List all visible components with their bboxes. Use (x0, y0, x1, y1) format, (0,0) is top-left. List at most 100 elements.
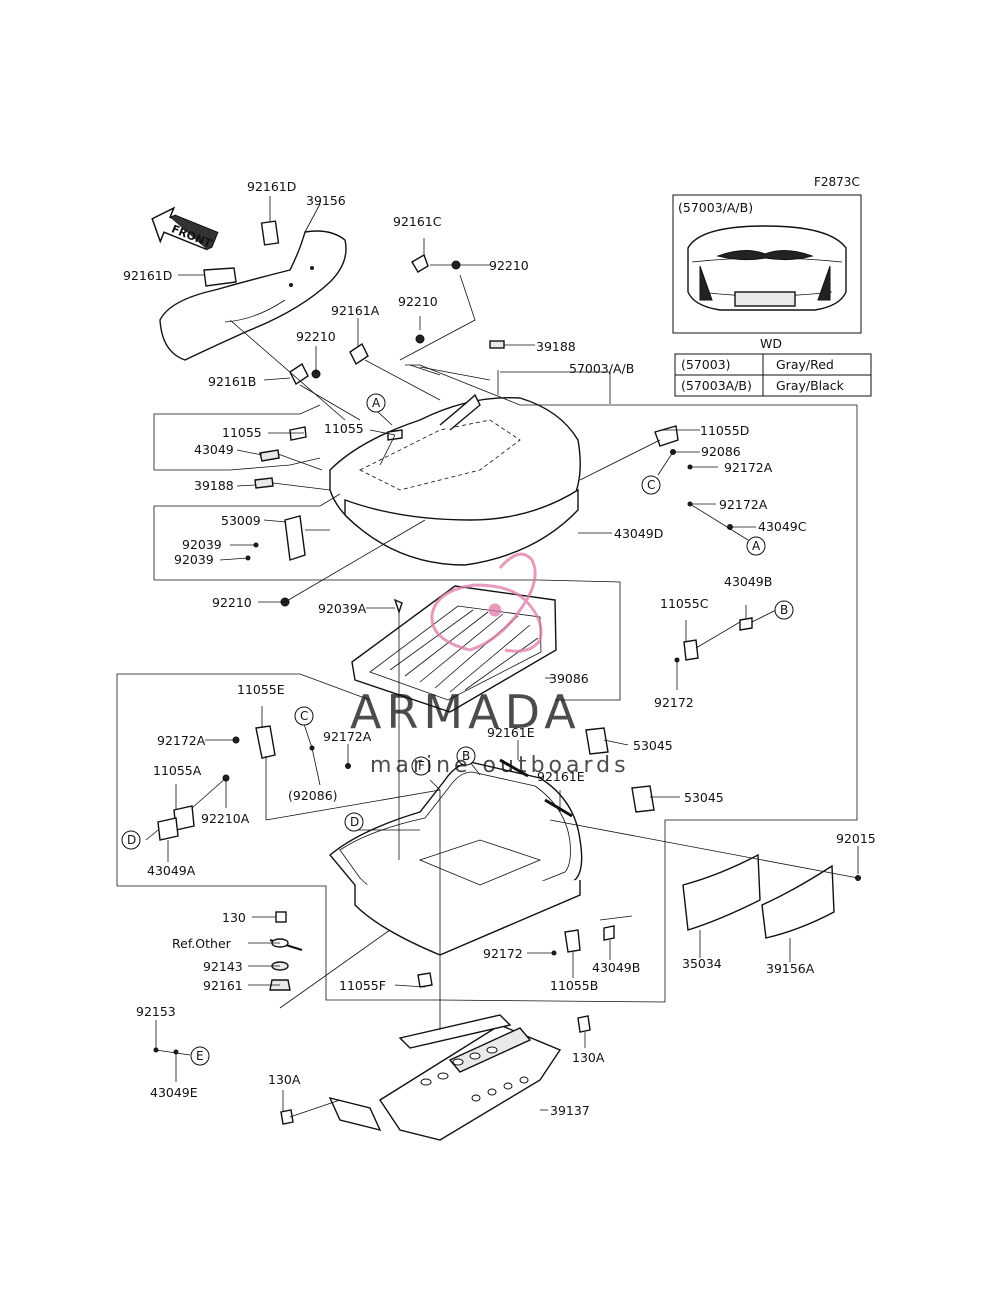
inset-case-image (687, 225, 847, 311)
label-92172A-c: 92172A (157, 733, 206, 748)
label-43049A: 43049A (147, 863, 196, 878)
inset-wd-header: WD (760, 336, 782, 351)
label-11055B: 11055B (550, 978, 598, 993)
svg-text:C: C (647, 478, 655, 492)
label-92161: 92161 (203, 978, 243, 993)
label-53045-a: 53045 (633, 738, 673, 753)
label-11055-mid: 11055 (324, 421, 364, 436)
callout-a-top: A (366, 393, 386, 413)
label-92039-a: 92039 (182, 537, 222, 552)
label-39188-left: 39188 (194, 478, 234, 493)
label-92210-b: 92210 (398, 294, 438, 309)
callout-d-left: D (121, 830, 141, 850)
label-11055F: 11055F (339, 978, 386, 993)
label-92210-c: 92210 (296, 329, 336, 344)
label-11055E: 11055E (237, 682, 285, 697)
label-11055D: 11055D (700, 423, 749, 438)
label-53045-b: 53045 (684, 790, 724, 805)
label-130A-right: 130A (572, 1050, 605, 1065)
svg-text:A: A (752, 539, 761, 553)
label-92210-d: 92210 (212, 595, 252, 610)
label-39156: 39156 (306, 193, 346, 208)
part-39156-pad (159, 230, 347, 361)
svg-text:F: F (418, 759, 425, 773)
label-39188-top: 39188 (536, 339, 576, 354)
label-35034: 35034 (682, 956, 722, 971)
label-92161E-b: 92161E (537, 769, 585, 784)
callout-c-left: C (294, 706, 314, 726)
label-130: 130 (222, 910, 246, 925)
label-92161D-top: 92161D (247, 179, 296, 194)
label-92172A-b: 92172A (719, 497, 768, 512)
label-43049D: 43049D (614, 526, 663, 541)
watermark-logo (430, 552, 543, 653)
label-11055-left: 11055 (222, 425, 262, 440)
label-43049E: 43049E (150, 1085, 198, 1100)
label-39156A: 39156A (766, 961, 815, 976)
label-92039A: 92039A (318, 601, 367, 616)
part-57003-lid (329, 393, 581, 566)
svg-text:D: D (350, 815, 359, 829)
label-43049: 43049 (194, 442, 234, 457)
callout-b-right: B (774, 600, 794, 620)
inset-row-1-color: Gray/Red (776, 357, 834, 372)
inset-panel: (57003/A/B) WD (57003) Gray/Red (57003A/… (672, 194, 872, 397)
front-arrow: FRONT (151, 206, 219, 251)
svg-text:B: B (780, 603, 788, 617)
callout-a-right: A (746, 536, 766, 556)
svg-text:E: E (196, 1049, 204, 1063)
part-39137-rack (328, 1014, 562, 1141)
label-92161D-left: 92161D (123, 268, 172, 283)
label-53009: 53009 (221, 513, 261, 528)
callout-f-case: F (411, 756, 431, 776)
watermark-brand: ARMADA (350, 685, 581, 739)
callout-b-case: B (456, 746, 476, 766)
label-92086: 92086 (701, 444, 741, 459)
label-92086-paren: (92086) (288, 788, 338, 803)
svg-text:B: B (462, 749, 470, 763)
part-39086-tray (351, 585, 557, 713)
label-92161B: 92161B (208, 374, 256, 389)
label-43049B-bot: 43049B (592, 960, 640, 975)
part-35034-panel (682, 853, 761, 931)
callout-e-left: E (190, 1046, 210, 1066)
label-92172-a: 92172 (654, 695, 694, 710)
label-92172A-a: 92172A (724, 460, 773, 475)
part-39156A-panel (761, 864, 835, 939)
label-92039-b: 92039 (174, 552, 214, 567)
label-39137: 39137 (550, 1103, 590, 1118)
label-57003: 57003/A/B (569, 361, 634, 376)
label-92143: 92143 (203, 959, 243, 974)
part-labels: 92161D 39156 92161D 92161C 92210 92210 9… (123, 179, 876, 1118)
label-92015: 92015 (836, 831, 876, 846)
diagram-code: F2873C (814, 175, 860, 189)
part-92161D-top-pad (260, 220, 280, 246)
callout-c-top: C (641, 475, 661, 495)
label-92172A-d: 92172A (323, 729, 372, 744)
label-92161A: 92161A (331, 303, 380, 318)
label-39086: 39086 (549, 671, 589, 686)
leader-lines (116, 196, 859, 1118)
inset-title: (57003/A/B) (678, 200, 753, 215)
hardware-bits (153, 253, 861, 1125)
label-43049B-top: 43049B (724, 574, 772, 589)
label-92153: 92153 (136, 1004, 176, 1019)
part-92161D-left-pad (203, 267, 237, 287)
callout-d-case: D (344, 812, 364, 832)
svg-text:C: C (300, 709, 308, 723)
inset-row-2-color: Gray/Black (776, 378, 845, 393)
watermark-tagline: marine outboards (370, 753, 630, 778)
label-92161C: 92161C (393, 214, 442, 229)
inset-row-2-part: (57003A/B) (681, 378, 752, 393)
label-43049C: 43049C (758, 519, 807, 534)
label-92210-a: 92210 (489, 258, 529, 273)
label-11055A: 11055A (153, 763, 202, 778)
label-11055C: 11055C (660, 596, 709, 611)
part-case-body (329, 761, 583, 956)
label-130A-left: 130A (268, 1072, 301, 1087)
inset-row-1-part: (57003) (681, 357, 731, 372)
svg-text:A: A (372, 396, 381, 410)
label-92210A: 92210A (201, 811, 250, 826)
label-92172-b: 92172 (483, 946, 523, 961)
